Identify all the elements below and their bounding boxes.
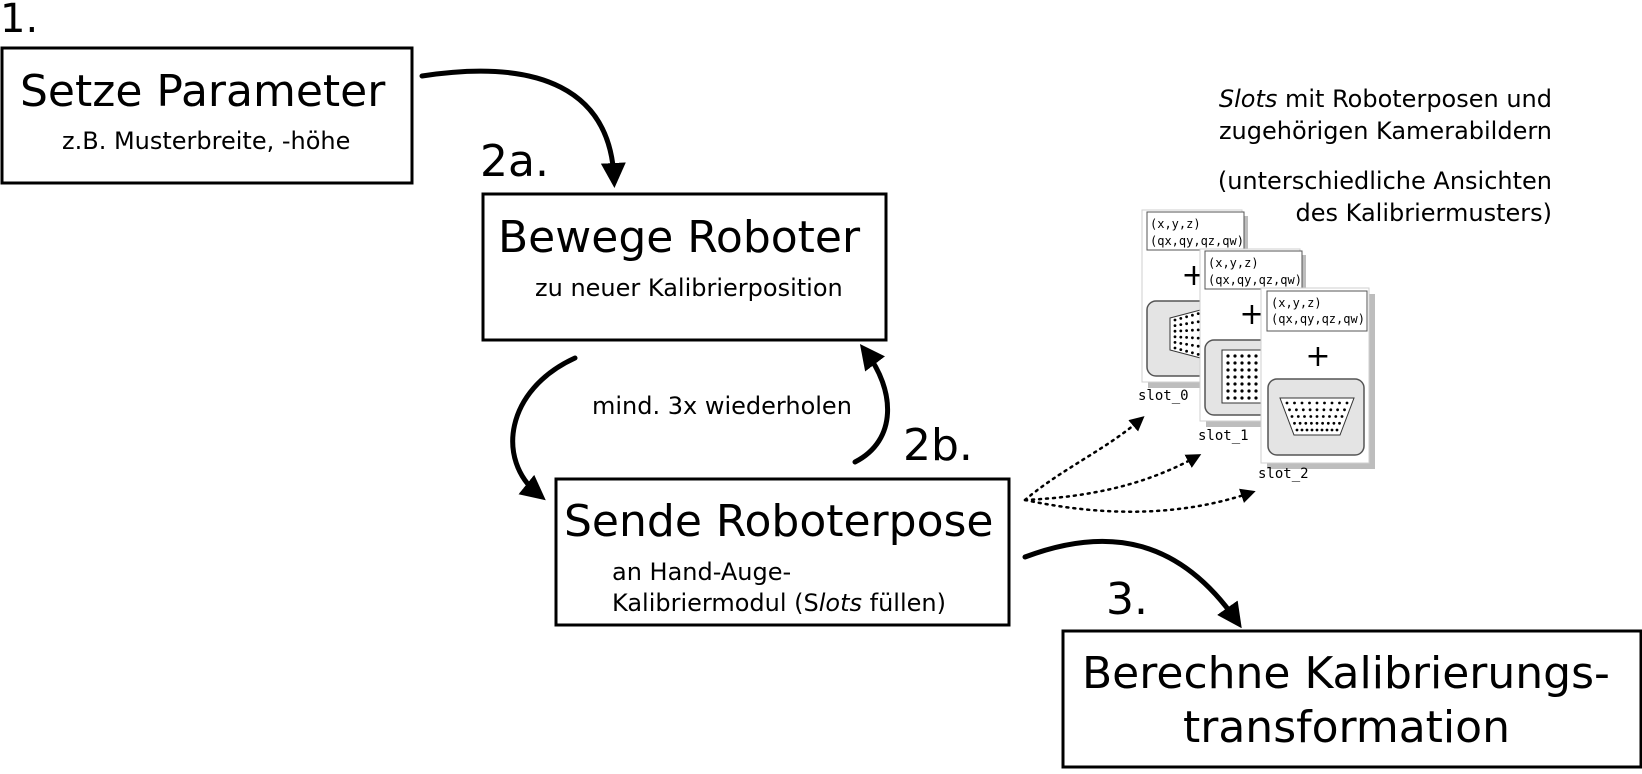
slot-2-plus: + [1305,339,1330,374]
slots-note-line-1: Slots mit Roboterposen und [1219,85,1552,113]
dotted-arrow-to-slot-2 [1023,488,1256,513]
step-2b-subtitle-line-1: an Hand-Auge- [612,558,791,586]
step-1-number: 1. [0,0,38,42]
slot-2-card: (x,y,z) (qx,qy,qz,qw) + slot_2 [1258,287,1375,482]
slot-2-label: slot_2 [1258,466,1309,482]
step-1-title: Setze Parameter [20,66,386,117]
step-2a-title: Bewege Roboter [498,212,861,263]
step-3-box [1061,629,1642,769]
step-2a-box [481,192,888,342]
step-3-number: 3. [1106,574,1148,625]
step-2b-title: Sende Roboterpose [564,496,994,547]
step-2a-number: 2a. [480,136,549,187]
step-2b-number: 2b. [903,420,973,471]
dotted-arrow-to-slot-0 [1023,416,1145,502]
arrow-1-to-2a [419,68,626,188]
slot-1-pose-position: (x,y,z) [1208,256,1259,270]
step-3-title-line-1: Berechne Kalibrierungs- [1082,648,1610,699]
dotted-arrow-to-slot-1 [1023,454,1202,502]
step-3-title-line-2: transformation [1183,702,1510,753]
slot-2-pose-position: (x,y,z) [1271,296,1322,310]
slot-0-pose-orientation: (qx,qy,qz,qw) [1150,234,1244,248]
step-2b-subtitle-line-2: Kalibriermodul (Slots füllen) [612,589,946,617]
slot-0-pose-position: (x,y,z) [1150,217,1201,231]
step-2a-subtitle: zu neuer Kalibrierposition [535,274,843,302]
step-1-subtitle: z.B. Musterbreite, -höhe [62,127,350,155]
slot-0-label: slot_0 [1138,388,1189,404]
step-1-box [0,46,414,185]
slots-note-line-3: (unterschiedliche Ansichten [1218,167,1552,195]
loop-label: mind. 3x wiederholen [592,392,852,420]
step-2b-box [554,477,1011,627]
slot-1-plus: + [1239,297,1264,332]
slot-1-pose-orientation: (qx,qy,qz,qw) [1208,273,1302,287]
slot-1-label: slot_1 [1198,428,1249,444]
slots-note-line-2: zugehörigen Kamerabildern [1219,117,1552,145]
arrow-2b-to-3 [1022,538,1242,629]
arrow-2a-to-2b [510,355,578,501]
slots-note-line-4: des Kalibriermusters) [1296,199,1552,227]
slot-2-pose-orientation: (qx,qy,qz,qw) [1271,312,1365,326]
arrow-2b-to-2a [852,344,891,465]
